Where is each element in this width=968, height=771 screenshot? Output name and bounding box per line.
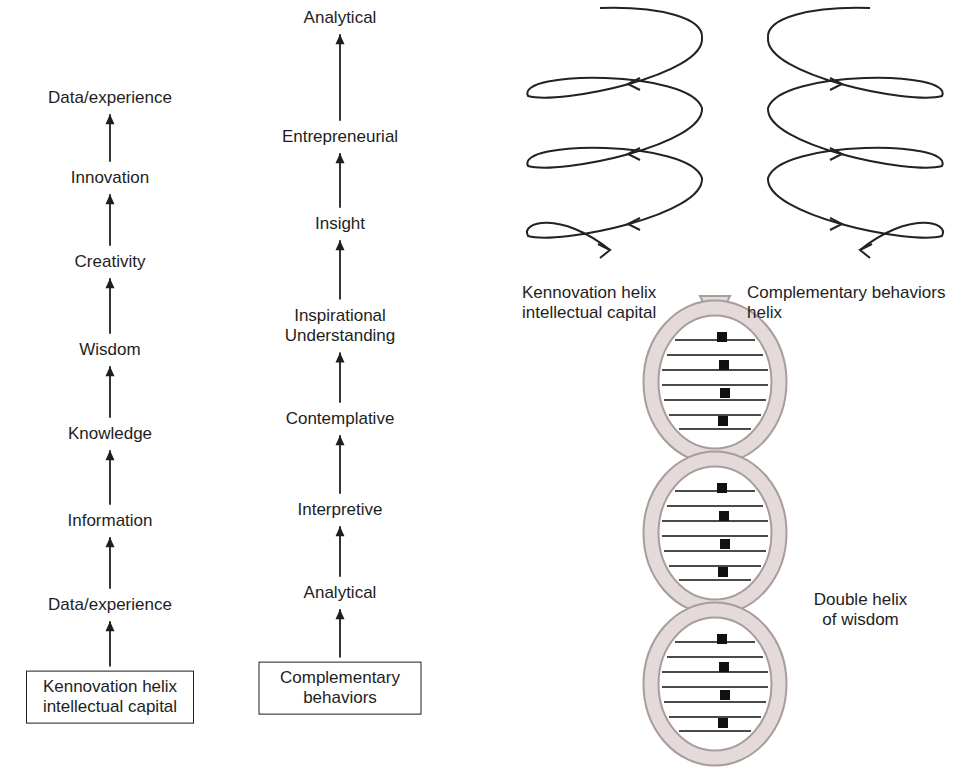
arrow-head — [336, 609, 345, 619]
step-text: Inspirational Understanding — [276, 304, 404, 349]
step-text: Creativity — [71, 250, 150, 274]
node-text: Interpretive — [297, 500, 382, 520]
arrow-head — [106, 537, 115, 547]
node-text: Entrepreneurial — [282, 127, 398, 147]
node-text: Knowledge — [68, 424, 152, 444]
arrow-head — [336, 352, 345, 362]
helix-caption: Double helix of wisdom — [808, 590, 913, 631]
arrow-head — [106, 114, 115, 124]
node-text: Analytical — [304, 8, 377, 28]
step-text: Contemplative — [282, 407, 399, 431]
arrow-head — [336, 435, 345, 445]
helix-caption: Complementary behaviors helix — [747, 283, 962, 324]
node-text: Insight — [315, 214, 365, 234]
node-text: Wisdom — [79, 340, 140, 360]
step-text: Innovation — [67, 166, 153, 190]
category-box: Kennovation helix intellectual capital — [26, 671, 194, 724]
node-text: Contemplative — [286, 409, 395, 429]
step-text: Information — [63, 509, 156, 533]
arrow-head — [336, 34, 345, 44]
step-text: Interpretive — [293, 498, 386, 522]
arrow-head — [106, 621, 115, 631]
node-text: Complementary behaviors — [268, 668, 413, 709]
node-text: Kennovation helix intellectual capital — [35, 677, 185, 718]
kennovation-helix — [527, 8, 702, 258]
helix-caption: Kennovation helix intellectual capital — [522, 283, 682, 324]
node-text: Data/experience — [48, 88, 172, 108]
node-text: Analytical — [304, 583, 377, 603]
arrow-head — [106, 366, 115, 376]
arrow-head — [336, 153, 345, 163]
step-text: Analytical — [300, 581, 381, 605]
step-text: Wisdom — [75, 338, 144, 362]
dna-double-helix — [651, 296, 779, 758]
step-text: Analytical — [300, 6, 381, 30]
node-text: Data/experience — [48, 595, 172, 615]
step-text: Entrepreneurial — [278, 125, 402, 149]
node-text: Information — [67, 511, 152, 531]
node-text: Inspirational Understanding — [280, 306, 400, 347]
behaviors-helix — [768, 8, 943, 258]
arrow-head — [336, 526, 345, 536]
step-text: Data/experience — [44, 86, 176, 110]
step-text: Insight — [311, 212, 369, 236]
arrow-head — [106, 194, 115, 204]
node-text: Creativity — [75, 252, 146, 272]
arrow-head — [106, 450, 115, 460]
arrow-head — [336, 240, 345, 250]
node-text: Innovation — [71, 168, 149, 188]
category-box: Complementary behaviors — [259, 662, 422, 715]
flow-arrow — [339, 34, 341, 121]
step-text: Data/experience — [44, 593, 176, 617]
arrow-head — [106, 278, 115, 288]
step-text: Knowledge — [64, 422, 156, 446]
